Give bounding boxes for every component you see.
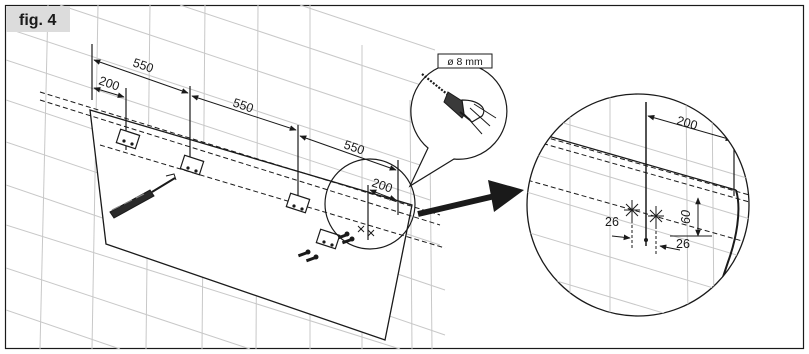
mounting-bracket: [315, 228, 341, 250]
figure-label: fig. 4: [19, 12, 56, 29]
screw-icon: [297, 249, 311, 258]
screwdriver-icon: [109, 173, 177, 219]
dimension-label-spacing-1: 550: [131, 56, 155, 76]
detail-dimension-hole-left: 26: [605, 215, 619, 229]
drill-size-label-box: [437, 53, 493, 69]
detail-magnifier-circle: [526, 93, 750, 317]
drill-hole-marks: [357, 225, 375, 237]
detail-view: [527, 94, 749, 316]
detail-dimension-offset: 200: [675, 113, 699, 132]
detail-dimension-hole-right: 26: [676, 237, 690, 251]
detail-dimension-height: 60: [679, 210, 693, 224]
mounting-bracket: [285, 192, 311, 214]
mounting-bracket: [115, 128, 141, 150]
reference-line-holes: [99, 144, 446, 249]
mounting-bracket: [179, 154, 205, 176]
figure-label-background: [6, 6, 70, 32]
reference-line-top-2: [39, 99, 441, 226]
magnifier-circle-small: [324, 158, 416, 250]
dimension-label-offset-right: 200: [370, 176, 394, 196]
detail-arrow: [417, 180, 524, 217]
dimension-label-spacing-3: 550: [342, 138, 366, 158]
dimension-lines: [93, 59, 397, 201]
screw-icon: [341, 236, 355, 245]
screw-icon: [305, 254, 319, 263]
detail-drill-hole-marks: [624, 200, 664, 226]
drill-size-label: ø 8 mm: [447, 56, 483, 68]
dimension-label-spacing-2: 550: [231, 96, 255, 116]
dimension-label-offset-left: 200: [97, 74, 121, 94]
drill-bit-icon: [421, 73, 497, 135]
